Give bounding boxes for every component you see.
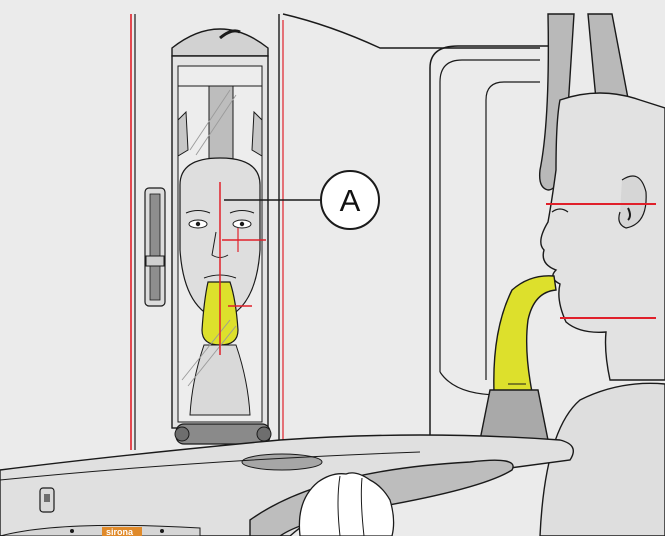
head-support-frame: [430, 46, 550, 445]
side-slider: [145, 188, 165, 306]
brand-logo: sirona: [106, 527, 134, 536]
mirror-unit: [172, 29, 271, 444]
patient-head: [540, 93, 665, 536]
callout-label: A: [340, 183, 361, 218]
bite-block-assembly: [478, 276, 556, 456]
lock-icon: [40, 488, 54, 512]
